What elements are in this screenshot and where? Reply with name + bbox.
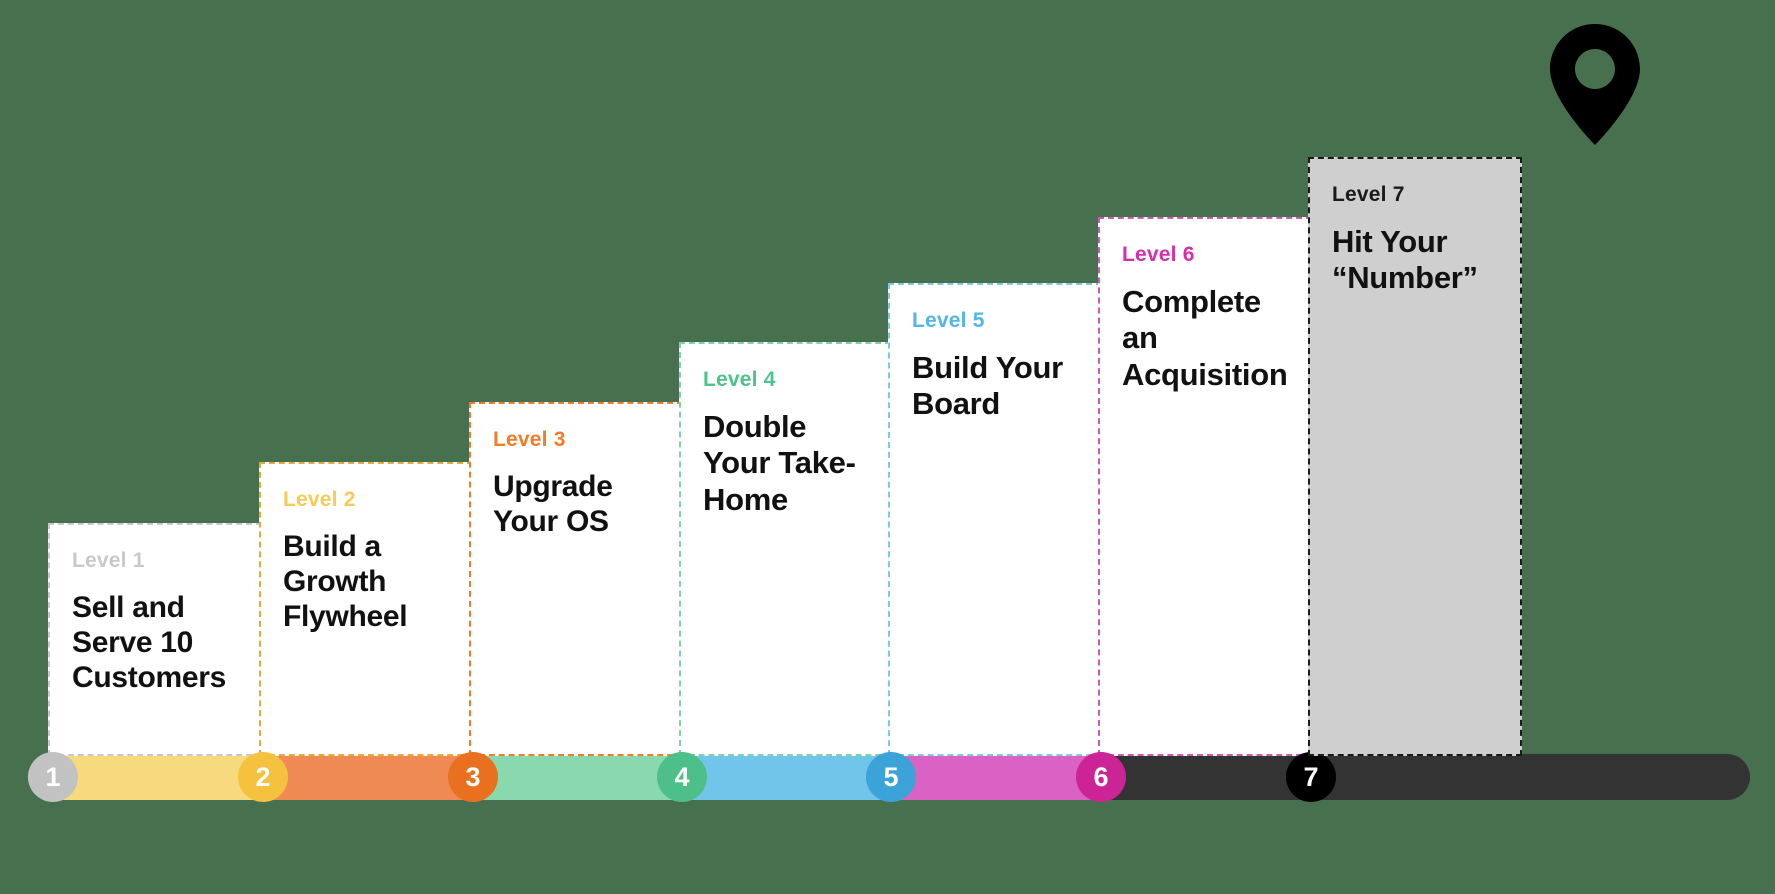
progress-segment-level-5 bbox=[682, 754, 891, 800]
map-pin-icon bbox=[1550, 24, 1640, 145]
step-card-level-1[interactable]: Level 1 Sell and Serve 10 Customers bbox=[48, 523, 262, 756]
level-marker-2[interactable]: 2 bbox=[238, 752, 288, 802]
step-card-level-2[interactable]: Level 2 Build a Growth Flywheel bbox=[259, 462, 473, 756]
level-marker-4[interactable]: 4 bbox=[657, 752, 707, 802]
step-title: Build a Growth Flywheel bbox=[283, 530, 408, 634]
step-card-level-6[interactable]: Level 6 Complete an Acquisition bbox=[1098, 217, 1312, 756]
step-card-level-5[interactable]: Level 5 Build Your Board bbox=[888, 283, 1102, 756]
level-marker-5[interactable]: 5 bbox=[866, 752, 916, 802]
step-level-label: Level 1 bbox=[72, 549, 145, 572]
step-level-label: Level 4 bbox=[703, 368, 776, 391]
level-marker-1[interactable]: 1 bbox=[28, 752, 78, 802]
step-title: Build Your Board bbox=[912, 350, 1063, 422]
progress-segment-level-2 bbox=[53, 754, 263, 800]
level-marker-7[interactable]: 7 bbox=[1286, 752, 1336, 802]
step-level-label: Level 2 bbox=[283, 488, 356, 511]
step-level-label: Level 5 bbox=[912, 309, 985, 332]
step-level-label: Level 3 bbox=[493, 428, 566, 451]
step-title: Sell and Serve 10 Customers bbox=[72, 591, 227, 695]
step-card-level-3[interactable]: Level 3 Upgrade Your OS bbox=[469, 402, 683, 756]
step-level-label: Level 6 bbox=[1122, 243, 1195, 266]
step-title: Complete an Acquisition bbox=[1122, 284, 1288, 392]
step-card-level-7[interactable]: Level 7 Hit Your “Number” bbox=[1308, 157, 1522, 756]
level-marker-3[interactable]: 3 bbox=[448, 752, 498, 802]
progress-segment-level-3 bbox=[263, 754, 473, 800]
step-title: Upgrade Your OS bbox=[493, 470, 613, 539]
level-marker-6[interactable]: 6 bbox=[1076, 752, 1126, 802]
progress-segment-level-7 bbox=[1101, 754, 1750, 800]
progress-bar bbox=[28, 754, 1750, 800]
step-title: Double Your Take-Home bbox=[703, 409, 856, 517]
step-title: Hit Your “Number” bbox=[1332, 224, 1478, 296]
progress-segment-level-4 bbox=[473, 754, 682, 800]
step-level-label: Level 7 bbox=[1332, 183, 1405, 206]
progress-segment-level-6 bbox=[891, 754, 1101, 800]
step-card-level-4[interactable]: Level 4 Double Your Take-Home bbox=[679, 342, 891, 756]
